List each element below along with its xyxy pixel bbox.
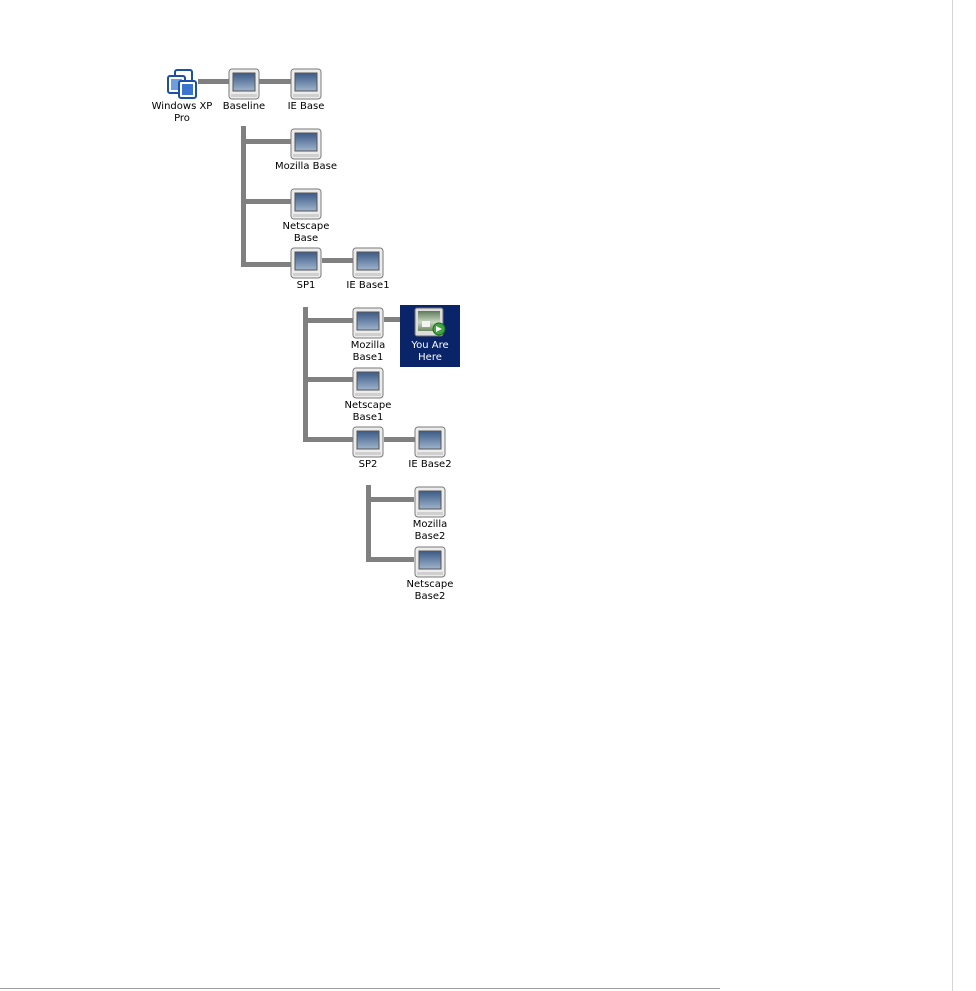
snapshot-node-label: Netscape Base1 bbox=[344, 400, 392, 423]
connector bbox=[303, 377, 353, 382]
connector bbox=[384, 317, 404, 322]
horizontal-scroll-track[interactable] bbox=[0, 988, 720, 989]
snapshot-node-ie-base2[interactable]: IE Base2 bbox=[394, 424, 466, 486]
snapshot-node-you-are-here[interactable]: You Are Here bbox=[400, 305, 460, 367]
current-state-icon bbox=[414, 307, 446, 337]
snapshot-node-baseline[interactable]: Baseline bbox=[208, 66, 280, 128]
connector bbox=[258, 79, 292, 84]
snapshot-node-label: You Are Here bbox=[411, 340, 449, 363]
connector bbox=[198, 79, 232, 84]
snapshot-node-label: Windows XP Pro bbox=[151, 101, 213, 124]
snapshot-node-ie-base[interactable]: IE Base bbox=[270, 66, 342, 128]
panel-divider bbox=[952, 0, 953, 991]
snapshot-node-label: Mozilla Base2 bbox=[412, 519, 448, 542]
snapshot-node-netscape-base1[interactable]: Netscape Base1 bbox=[332, 365, 404, 427]
snapshot-icon bbox=[414, 426, 446, 458]
snapshot-node-label: Netscape Base bbox=[282, 221, 330, 244]
connector bbox=[303, 437, 353, 442]
connector bbox=[366, 485, 371, 562]
snapshot-node-netscape-base[interactable]: Netscape Base bbox=[270, 186, 342, 248]
snapshot-node-mozilla-base2[interactable]: Mozilla Base2 bbox=[394, 484, 466, 546]
connector bbox=[241, 262, 292, 267]
connector bbox=[241, 126, 246, 267]
connector bbox=[241, 199, 292, 204]
snapshot-node-label: Netscape Base2 bbox=[406, 579, 454, 602]
snapshot-node-label: IE Base2 bbox=[408, 459, 452, 470]
snapshot-icon bbox=[290, 247, 322, 279]
connector bbox=[303, 318, 353, 323]
snapshot-node-label: IE Base bbox=[287, 101, 325, 112]
snapshot-node-mozilla-base1[interactable]: Mozilla Base1 bbox=[332, 305, 404, 367]
snapshot-node-label: Mozilla Base bbox=[275, 161, 337, 172]
snapshot-icon bbox=[352, 307, 384, 339]
snapshot-icon bbox=[290, 128, 322, 160]
snapshot-node-ie-base1[interactable]: IE Base1 bbox=[332, 245, 404, 307]
snapshot-node-mozilla-base[interactable]: Mozilla Base bbox=[270, 126, 342, 188]
snapshot-node-label: Mozilla Base1 bbox=[350, 340, 386, 363]
snapshot-icon bbox=[352, 367, 384, 399]
snapshot-node-label: SP1 bbox=[296, 280, 316, 291]
snapshot-node-label: SP2 bbox=[358, 459, 378, 470]
connector bbox=[322, 258, 354, 263]
snapshot-node-label: Baseline bbox=[222, 101, 266, 112]
connector bbox=[366, 497, 414, 502]
snapshot-icon bbox=[290, 188, 322, 220]
snapshot-node-sp2[interactable]: SP2 bbox=[332, 424, 404, 486]
vmware-vm-icon bbox=[167, 69, 197, 99]
connector bbox=[366, 557, 414, 562]
snapshot-icon bbox=[414, 546, 446, 578]
snapshot-node-label: IE Base1 bbox=[346, 280, 390, 291]
snapshot-node-sp1[interactable]: SP1 bbox=[270, 245, 342, 307]
snapshot-icon bbox=[352, 426, 384, 458]
snapshot-icon bbox=[414, 486, 446, 518]
snapshot-node-windows-xp-pro[interactable]: Windows XP Pro bbox=[146, 66, 218, 128]
snapshot-node-netscape-base2[interactable]: Netscape Base2 bbox=[394, 544, 466, 606]
snapshot-icon bbox=[352, 247, 384, 279]
connector bbox=[384, 437, 416, 442]
connector bbox=[303, 307, 308, 442]
snapshot-icon bbox=[228, 68, 260, 100]
connector bbox=[241, 139, 292, 144]
snapshot-icon bbox=[290, 68, 322, 100]
